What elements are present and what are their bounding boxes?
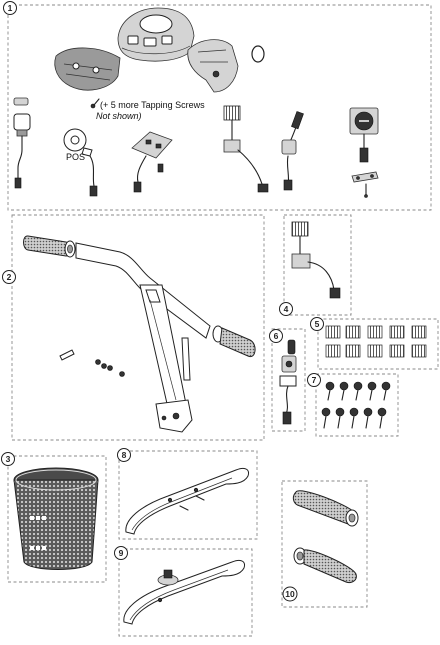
tapping-screws-note: (+ 5 more Tapping Screws: [100, 100, 205, 110]
panel-2-tiller-handlebar: [11, 214, 265, 441]
buzzer-icon: POS: [63, 128, 98, 197]
grip-icon-lower: [293, 547, 357, 583]
panel-1-console-parts: [7, 4, 432, 211]
speed-gauge-icon: [349, 107, 379, 198]
panel-6-key-switch: [271, 328, 306, 432]
svg-text:4: 4: [284, 304, 289, 314]
horn-button-icon: [13, 97, 31, 189]
panel-3-basket: [7, 455, 107, 583]
panel-4-throttle-potentiometer: [283, 214, 352, 316]
callout-8: 8: [117, 448, 131, 462]
grip-icon-upper: [292, 490, 359, 527]
panel-10-grips: [281, 480, 368, 608]
svg-text:POS: POS: [66, 152, 85, 162]
callout-3: 3: [1, 452, 15, 466]
svg-text:7: 7: [312, 375, 317, 385]
callout-2: 2: [2, 270, 16, 284]
panel-5-knobs: [317, 318, 439, 370]
svg-text:5: 5: [315, 319, 320, 329]
key-switch-icon: [281, 111, 304, 191]
tiller-handlebar-assembly: [23, 235, 256, 433]
bolt-icon: [59, 349, 125, 377]
console-left-housing: [54, 47, 121, 91]
callout-1: 1: [3, 1, 17, 15]
not-shown-note: Not shown): [96, 111, 142, 121]
callout-6: 6: [269, 329, 283, 343]
svg-text:3: 3: [6, 454, 11, 464]
key-switch-assembly-icon: [279, 339, 297, 425]
tapping-screw-icon: [90, 98, 100, 109]
right-grip-icon: [212, 325, 256, 358]
panel-9-armrest-with-lever: [118, 548, 253, 637]
svg-text:10: 10: [285, 589, 295, 599]
callout-9: 9: [114, 546, 128, 560]
circuit-board-icon: [131, 131, 173, 193]
callout-7: 7: [307, 373, 321, 387]
armrest-icon: [125, 467, 249, 535]
throttle-potentiometer-icon: [291, 221, 341, 299]
svg-text:6: 6: [274, 331, 279, 341]
svg-text:8: 8: [122, 450, 127, 460]
potentiometer-icon: [223, 105, 269, 193]
svg-text:2: 2: [7, 272, 12, 282]
left-grip-icon: [23, 235, 76, 258]
console-top-cover: [117, 7, 195, 62]
panel-8-armrest: [118, 450, 258, 540]
callout-10: 10: [282, 586, 298, 602]
panel-7-keys: [315, 373, 399, 437]
key-set-icon: [321, 381, 391, 429]
console-right-housing: [187, 39, 239, 93]
callout-5: 5: [310, 317, 324, 331]
armrest-lever-icon: [123, 559, 245, 625]
knob-set-icon: [325, 325, 427, 358]
callout-4: 4: [279, 302, 293, 316]
svg-text:1: 1: [8, 3, 13, 13]
basket-icon: [13, 467, 99, 570]
rubber-ring: [251, 45, 265, 63]
svg-text:9: 9: [119, 548, 124, 558]
grip-pair-icon: [292, 490, 359, 583]
